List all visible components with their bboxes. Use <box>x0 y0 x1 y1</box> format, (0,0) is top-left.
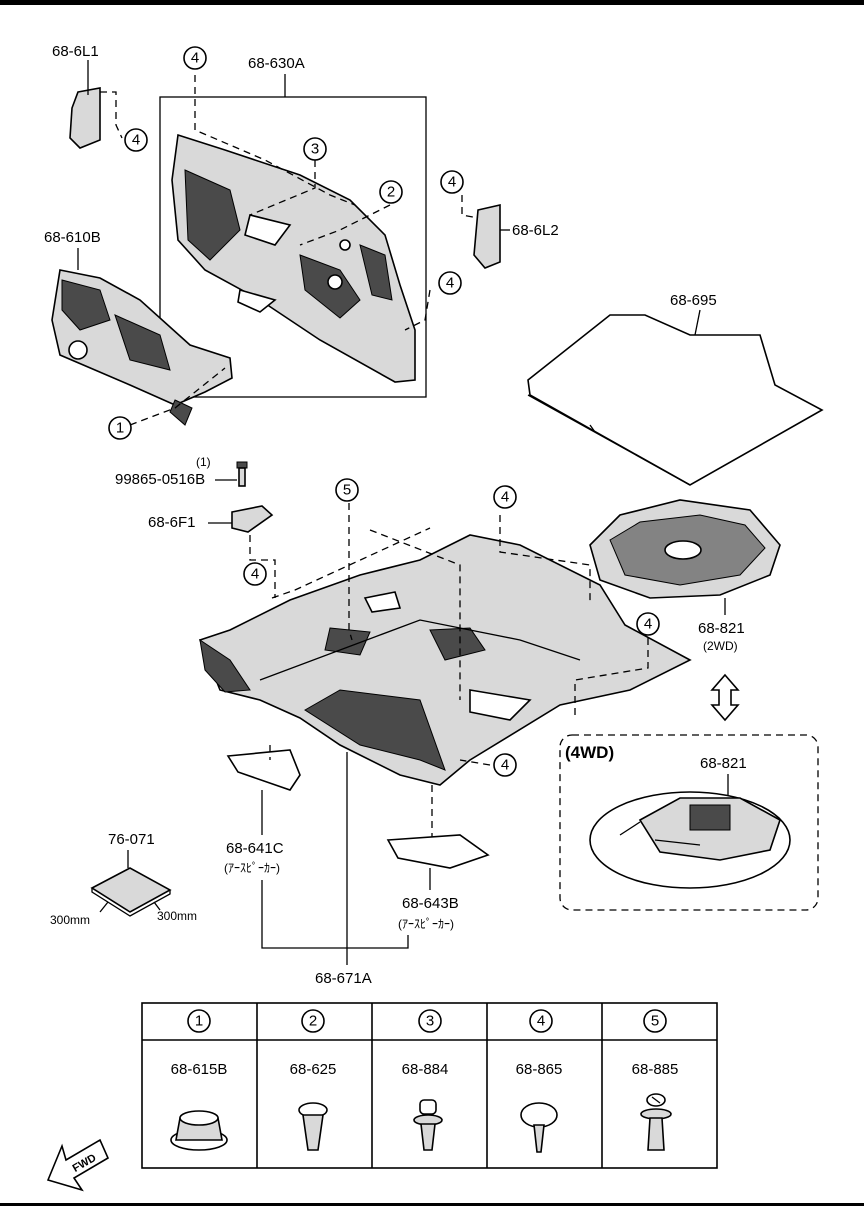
part-68-6l1[interactable] <box>69 60 123 149</box>
fwd-arrow-icon: FWD <box>46 1138 110 1192</box>
table-col-2: 2 68-625 <box>290 1009 337 1151</box>
table-col-3: 3 68-884 <box>402 1009 449 1151</box>
tag-4wd: (4WD) <box>565 743 614 762</box>
callout-4-c: 4 <box>440 170 464 194</box>
svg-text:4: 4 <box>501 489 509 506</box>
part-68-610b[interactable] <box>51 269 233 426</box>
table-col-1: 1 68-615B <box>170 1009 228 1151</box>
label-68-641c: 68-641C <box>226 840 284 857</box>
top-rule <box>0 0 864 5</box>
part-68-641c[interactable] <box>226 749 301 791</box>
clip-68-625-icon <box>298 1102 328 1151</box>
label-68-6l1: 68-6L1 <box>52 43 99 60</box>
svg-text:1: 1 <box>195 1013 203 1030</box>
callout-4-d: 4 <box>438 271 462 295</box>
label-68-643b: 68-643B <box>402 895 459 912</box>
svg-text:5: 5 <box>343 482 351 499</box>
clip-68-885-icon <box>640 1093 672 1151</box>
callout-4-h: 4 <box>493 753 517 777</box>
double-arrow-icon <box>710 673 740 722</box>
box-68-630a <box>159 96 427 398</box>
svg-text:4: 4 <box>501 757 509 774</box>
part-76-071[interactable] <box>90 867 172 917</box>
table-part-68-615b: 68-615B <box>171 1061 228 1078</box>
label-68-821-4wd: 68-821 <box>700 755 747 772</box>
svg-text:4: 4 <box>644 616 652 633</box>
callout-4-a: 4 <box>124 128 148 152</box>
svg-text:5: 5 <box>651 1013 659 1030</box>
part-68-643b[interactable] <box>386 834 490 869</box>
svg-text:4: 4 <box>448 174 456 191</box>
table-col-5: 5 68-885 <box>632 1009 679 1151</box>
callout-4-g: 4 <box>636 612 660 636</box>
clip-68-615b-icon <box>170 1110 228 1151</box>
part-99865-0516b[interactable] <box>236 461 248 487</box>
fastener-table <box>141 1002 718 1169</box>
callout-4-f: 4 <box>493 485 517 509</box>
bolt-qty: (1) <box>196 455 211 469</box>
svg-text:2: 2 <box>309 1013 317 1030</box>
dimension-b: 300mm <box>157 909 197 923</box>
svg-text:4: 4 <box>132 132 140 149</box>
label-68-610b: 68-610B <box>44 229 101 246</box>
label-68-821-2wd: 68-821 <box>698 620 745 637</box>
label-68-630a: 68-630A <box>248 55 305 72</box>
part-68-6l2[interactable] <box>461 195 510 269</box>
label-68-6l2: 68-6L2 <box>512 222 559 239</box>
svg-text:4: 4 <box>446 275 454 292</box>
part-68-6f1[interactable] <box>231 505 274 533</box>
table-part-68-865: 68-865 <box>516 1061 563 1078</box>
label-76-071: 76-071 <box>108 831 155 848</box>
svg-text:1: 1 <box>116 420 124 437</box>
part-68-630a[interactable] <box>171 133 416 383</box>
table-part-68-625: 68-625 <box>290 1061 337 1078</box>
table-col-4: 4 68-865 <box>516 1009 563 1153</box>
bottom-rule <box>0 1203 864 1206</box>
note-68-643b: (ｱｰｽﾋﾟｰｶｰ) <box>398 917 454 931</box>
callout-4-e: 4 <box>243 562 267 586</box>
svg-text:4: 4 <box>191 50 199 67</box>
callout-5-a: 5 <box>335 478 359 502</box>
tag-2wd: (2WD) <box>703 639 738 653</box>
note-68-641c: (ｱｰｽﾋﾟｰｶｰ) <box>224 861 280 875</box>
label-68-6f1: 68-6F1 <box>148 514 196 531</box>
label-68-695: 68-695 <box>670 292 717 309</box>
svg-text:4: 4 <box>251 566 259 583</box>
label-68-671a: 68-671A <box>315 970 372 987</box>
clip-68-865-icon <box>520 1102 558 1153</box>
callout-4-b: 4 <box>183 46 207 70</box>
dimension-a: 300mm <box>50 913 90 927</box>
clip-68-884-icon <box>413 1099 443 1151</box>
svg-text:3: 3 <box>311 141 319 158</box>
label-99865-0516b: 99865-0516B <box>115 471 205 488</box>
svg-text:2: 2 <box>387 184 395 201</box>
table-part-68-884: 68-884 <box>402 1061 449 1078</box>
svg-text:3: 3 <box>426 1013 434 1030</box>
callout-3-a: 3 <box>303 137 327 161</box>
table-part-68-885: 68-885 <box>632 1061 679 1078</box>
svg-text:4: 4 <box>537 1013 545 1030</box>
part-68-695[interactable] <box>527 314 824 486</box>
callout-1-a: 1 <box>108 416 132 440</box>
part-68-821-4wd[interactable] <box>589 791 791 889</box>
part-68-821-2wd[interactable] <box>589 499 781 599</box>
part-68-671a[interactable] <box>198 534 692 786</box>
box-4wd <box>559 734 819 911</box>
callout-2-a: 2 <box>379 180 403 204</box>
